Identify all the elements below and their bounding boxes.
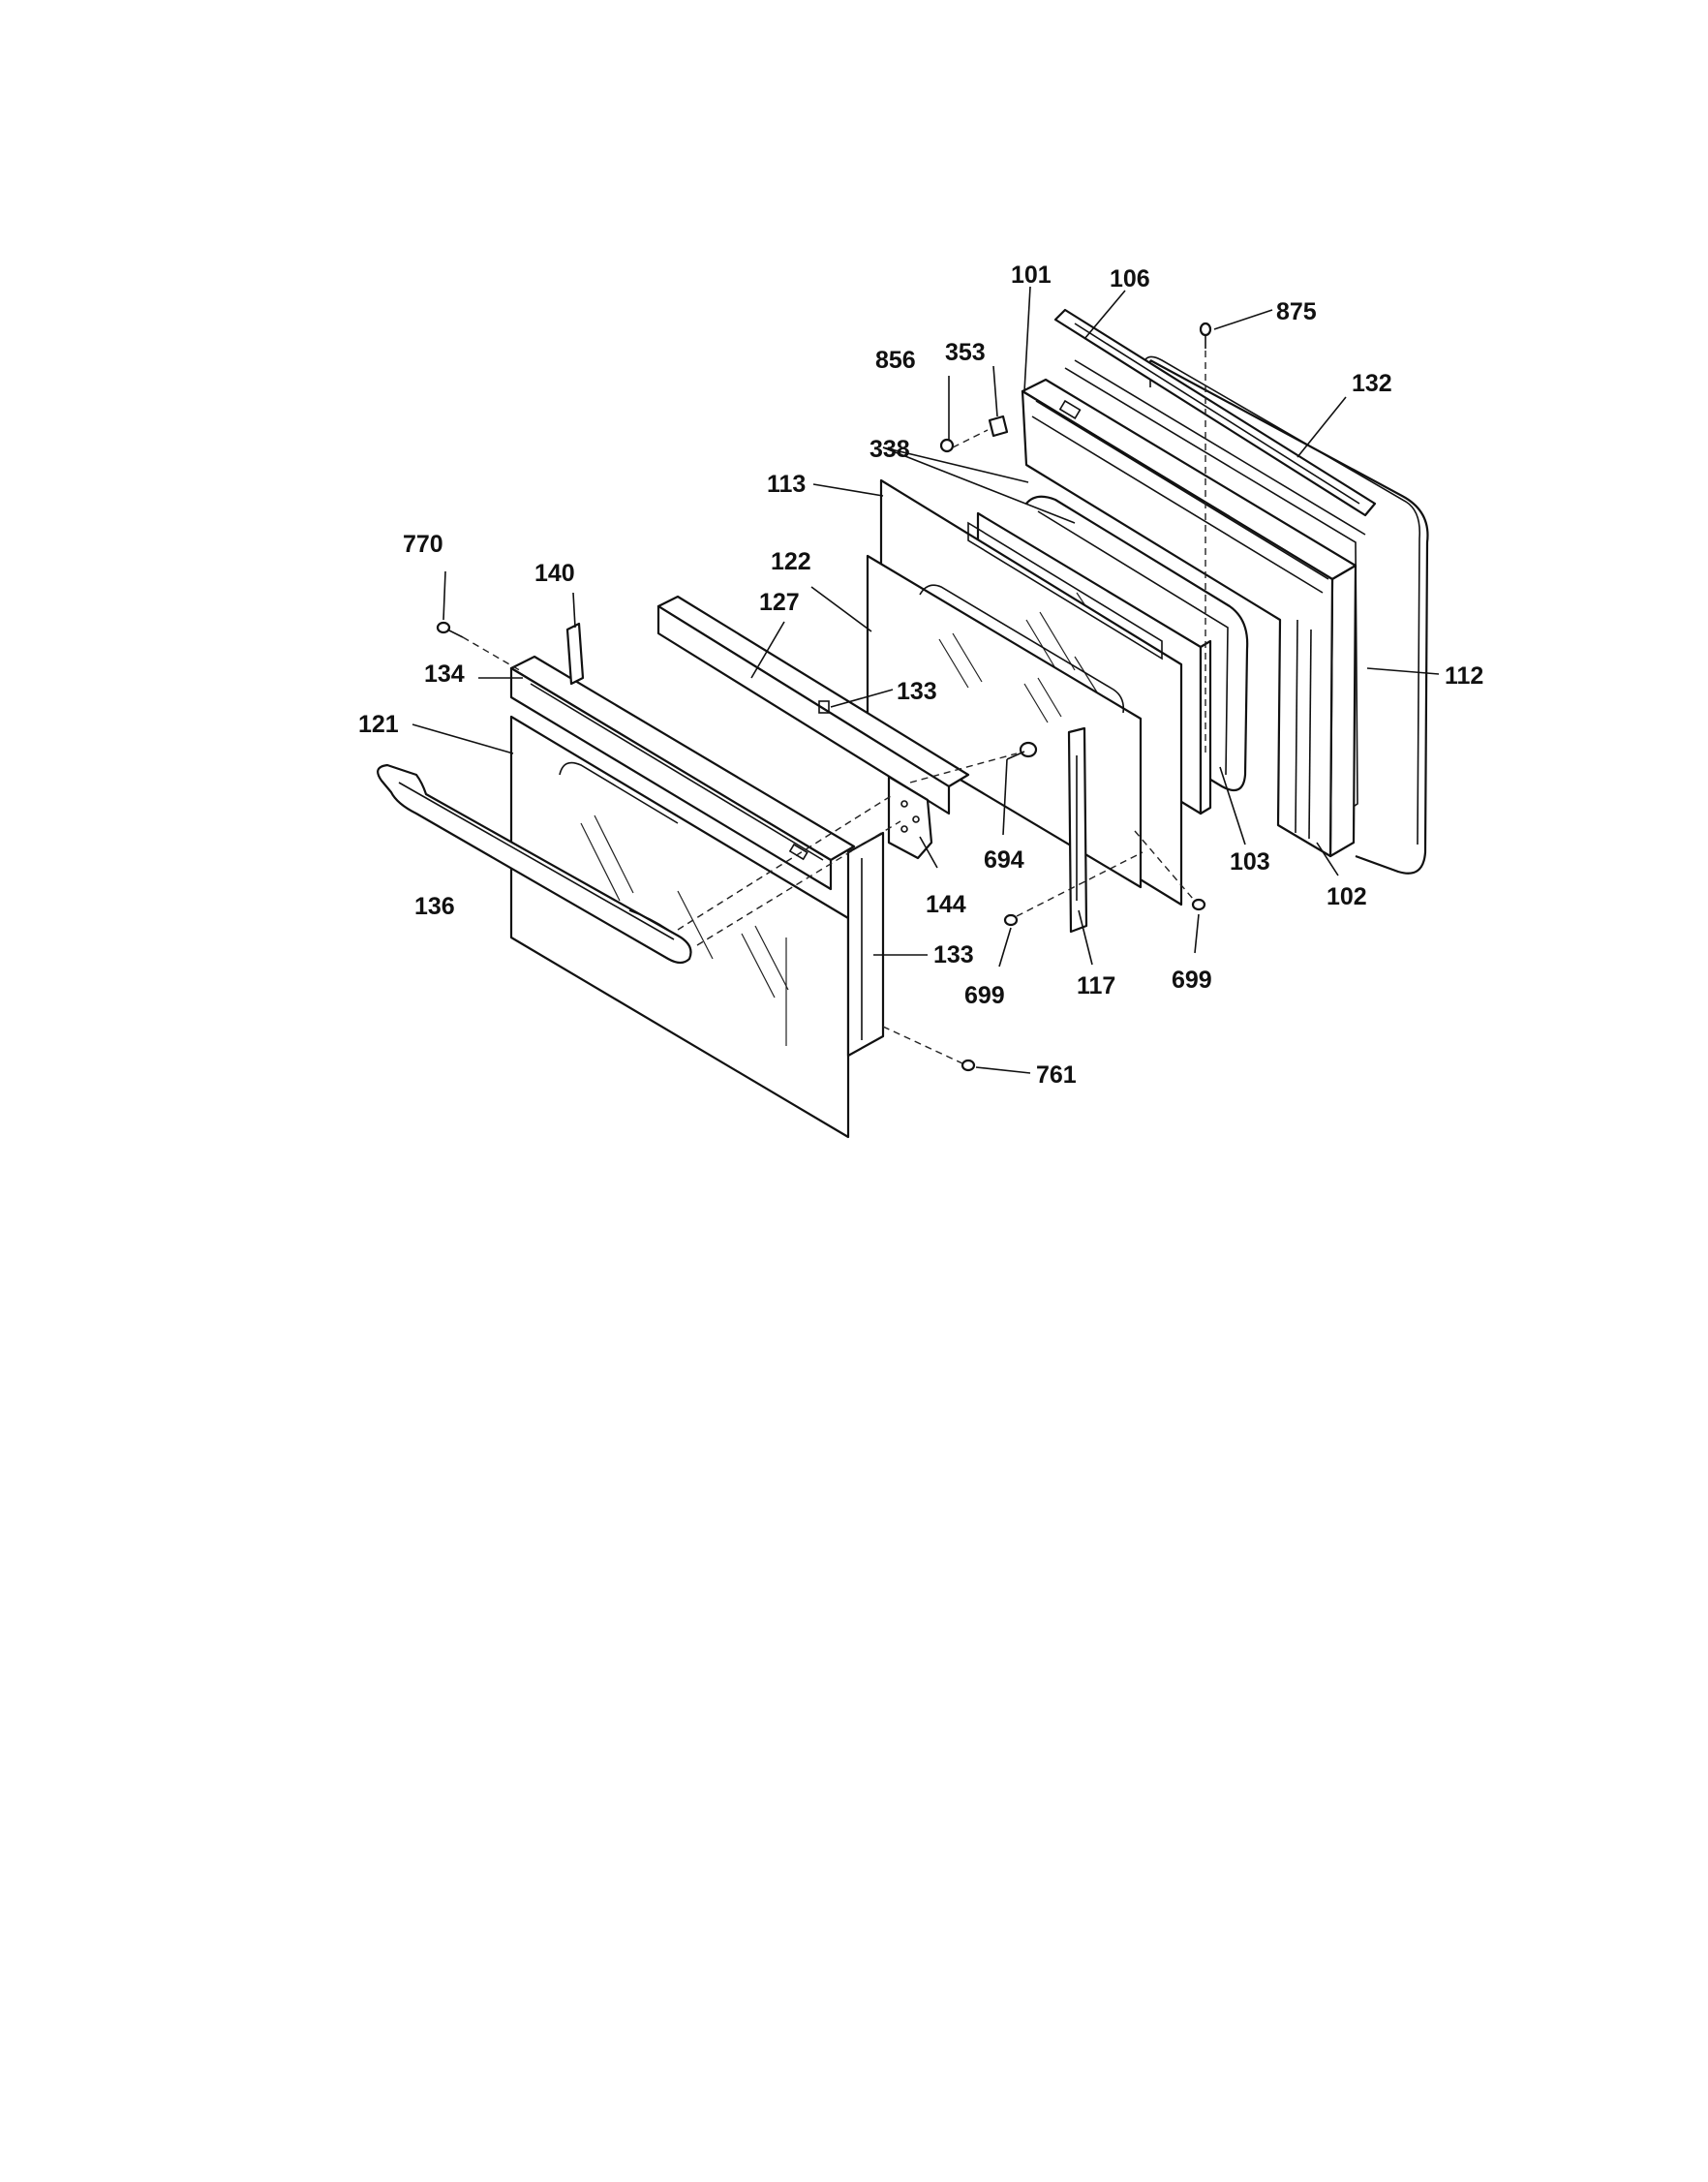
callout-labels: 101 106 875 856 353 132 338 113 770 140 … (358, 261, 1483, 1089)
callout-770: 770 (403, 531, 443, 558)
vent-clip-140 (565, 622, 585, 686)
clip-353 (988, 415, 1009, 438)
screw-699-left (1003, 913, 1019, 927)
screw-875 (1199, 322, 1212, 349)
hinge-screw-694 (1006, 741, 1038, 760)
inner-door-frame (1021, 378, 1357, 858)
door-top-cap-134 (509, 655, 856, 891)
callout-122: 122 (771, 548, 811, 575)
callout-353: 353 (945, 339, 986, 366)
door-side-rail (846, 831, 885, 1058)
callout-144: 144 (926, 891, 966, 918)
door-top-trim-strip (1053, 308, 1377, 517)
door-handle-136 (377, 763, 692, 965)
callout-136: 136 (414, 893, 455, 920)
callout-134: 134 (424, 661, 465, 688)
screw-856 (939, 438, 955, 453)
screw-699-right (1191, 898, 1206, 911)
callout-103: 103 (1230, 848, 1270, 876)
callout-117: 117 (1077, 972, 1115, 999)
callout-140: 140 (534, 560, 575, 587)
callout-699-right: 699 (1172, 967, 1212, 994)
callout-133-lower: 133 (933, 941, 974, 968)
middle-frame (1025, 495, 1249, 792)
callout-121: 121 (358, 711, 399, 738)
callout-132: 132 (1352, 370, 1392, 397)
callout-102: 102 (1327, 883, 1367, 910)
callout-112: 112 (1445, 662, 1483, 690)
side-bracket-117 (1067, 726, 1088, 934)
screw-761 (961, 1059, 976, 1072)
callout-699-left: 699 (964, 982, 1005, 1009)
callout-133-upper: 133 (897, 678, 937, 705)
callout-106: 106 (1110, 265, 1150, 292)
callout-113: 113 (767, 471, 806, 498)
callout-875: 875 (1276, 298, 1317, 325)
upper-channel-127 (656, 595, 970, 815)
screw-770 (436, 621, 464, 638)
callout-127: 127 (759, 589, 800, 616)
callout-338: 338 (869, 436, 910, 463)
callout-761: 761 (1036, 1061, 1077, 1089)
assembly-lines (462, 351, 1206, 1064)
callout-694: 694 (984, 846, 1024, 874)
callout-856: 856 (875, 347, 916, 374)
callout-101: 101 (1011, 261, 1052, 289)
leader-lines (412, 286, 1440, 1074)
